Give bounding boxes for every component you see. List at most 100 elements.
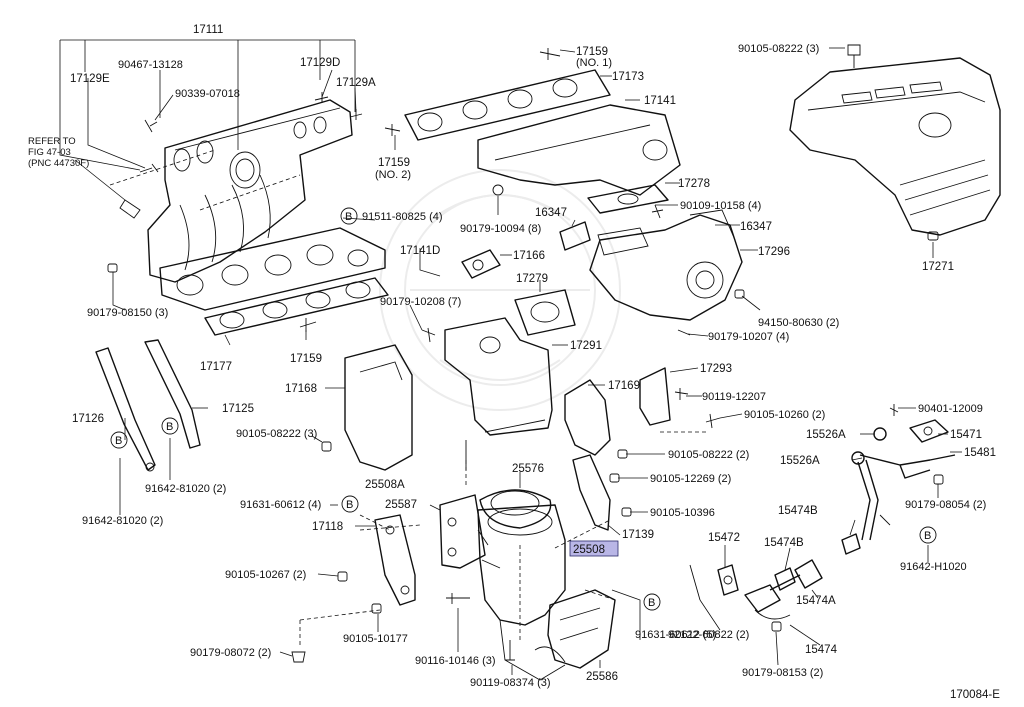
part-label[interactable]: 90179-10208 (7) [380, 296, 461, 308]
part-label[interactable]: 90105-10267 (2) [225, 569, 306, 581]
part-label[interactable]: 91642-H1020 [900, 561, 967, 573]
part-label[interactable]: 90105-10177 [343, 633, 408, 645]
part-label[interactable]: 15481 [964, 447, 996, 459]
part-label[interactable]: 17141 [644, 95, 676, 107]
part-label[interactable]: 15526A [806, 429, 846, 441]
part-label[interactable]: 90179-08150 (3) [87, 307, 168, 319]
clamp-15474B[interactable] [774, 533, 861, 591]
part-label[interactable]: 17296 [758, 246, 790, 258]
part-label[interactable]: 16347 [740, 221, 772, 233]
part-label[interactable]: 91631-60612 (5) [635, 629, 716, 641]
heat-insulator-25587[interactable] [439, 494, 486, 569]
part-label[interactable]: 17129E [70, 73, 110, 85]
part-label[interactable]: 91511-80825 (4) [362, 211, 443, 223]
part-label[interactable]: 17159 [576, 46, 608, 58]
part-label[interactable]: 15474 [805, 644, 838, 656]
part-label[interactable]: 91642-81020 (2) [145, 483, 226, 495]
part-label[interactable]: 91642-81020 (2) [82, 515, 163, 527]
gasket-15472[interactable] [717, 564, 739, 596]
part-label[interactable]: 90116-10146 (3) [415, 655, 496, 667]
part-label[interactable]: 15471 [950, 429, 982, 441]
part-label[interactable]: 90179-10094 (8) [460, 223, 541, 235]
part-label[interactable]: 90179-08054 (2) [905, 499, 986, 511]
reference-note: (PNC 44730F) [28, 158, 89, 169]
heat-insulator-25586[interactable] [547, 589, 616, 669]
intake-gasket[interactable] [204, 277, 389, 336]
part-label[interactable]: 25587 [385, 499, 417, 511]
stay-17118[interactable] [374, 514, 416, 606]
part-label[interactable]: 25576 [512, 463, 544, 475]
part-label[interactable]: 17159 [290, 353, 322, 365]
intake-gasket-plate[interactable] [159, 227, 386, 311]
part-label[interactable]: 17173 [612, 71, 644, 83]
part-label[interactable]: 17169 [608, 380, 640, 392]
part-label[interactable]: 25586 [586, 671, 618, 683]
part-label[interactable]: 17168 [285, 383, 317, 395]
part-label[interactable]: 92122-60822 (2) [668, 629, 749, 641]
bracket-17293[interactable] [639, 367, 671, 426]
part-label[interactable]: 15526A [780, 455, 820, 467]
intake-manifold[interactable] [147, 99, 353, 283]
heat-insulator-17168[interactable] [344, 344, 413, 471]
gasket-17166[interactable] [461, 249, 501, 279]
bracket-17139[interactable] [572, 454, 611, 531]
part-label[interactable]: 15474B [778, 505, 818, 517]
turbo-outlet-elbow-17291[interactable] [444, 317, 553, 436]
part-label[interactable]: 17118 [312, 521, 343, 533]
part-label[interactable]: 90179-08072 (2) [190, 647, 271, 659]
part-label[interactable]: 17141D [400, 245, 440, 257]
part-label[interactable]: 90105-10260 (2) [744, 409, 825, 421]
bracket-17169[interactable] [564, 379, 611, 456]
part-label[interactable]: 90179-08153 (2) [742, 667, 823, 679]
part-label[interactable]: 90467-13128 [118, 59, 183, 71]
stay-17126[interactable] [95, 347, 156, 472]
part-label[interactable]: 17278 [678, 178, 710, 190]
part-label[interactable]: 25508A [365, 479, 405, 491]
part-label[interactable]: 90119-12207 [702, 391, 766, 403]
part-label[interactable]: 17177 [200, 361, 232, 373]
part-label[interactable]: 17125 [222, 403, 254, 415]
marker-text: B [115, 435, 122, 447]
part-label[interactable]: 94150-80630 (2) [758, 317, 839, 329]
part-label[interactable]: 17159 [378, 157, 410, 169]
part-label[interactable]: 90179-10207 (4) [708, 331, 789, 343]
part-label[interactable]: 17293 [700, 363, 732, 375]
part-label[interactable]: 90105-08222 (2) [668, 449, 749, 461]
part-label[interactable]: 15474A [796, 595, 836, 607]
stay-17125[interactable] [144, 339, 201, 449]
part-label[interactable]: 90119-08374 (3) [470, 677, 551, 689]
part-label[interactable]: 17139 [622, 529, 654, 541]
part-label[interactable]: 15472 [708, 532, 740, 544]
gasket-15471[interactable] [909, 419, 949, 443]
part-label[interactable]: 90105-08222 (3) [236, 428, 317, 440]
part-label[interactable]: 90401-12009 [918, 403, 983, 415]
part-label[interactable]: 17111 [193, 24, 223, 36]
part-label[interactable]: 16347 [535, 207, 567, 219]
part-label[interactable]: 15474B [764, 537, 804, 549]
part-label[interactable]: 91631-60612 (4) [240, 499, 321, 511]
part-label[interactable]: 90105-10396 [650, 507, 715, 519]
part-label[interactable]: 17291 [570, 340, 602, 352]
part-label[interactable]: 17129D [300, 57, 340, 69]
turbo-gasket-17278[interactable] [587, 184, 669, 214]
hose-15474A[interactable] [794, 559, 823, 589]
oil-pipe-15474[interactable] [744, 574, 801, 620]
gasket-16347[interactable] [559, 221, 591, 251]
highlighted-part-label[interactable]: 25508 [573, 544, 605, 556]
part-label[interactable]: 90109-10158 (4) [680, 200, 761, 212]
gasket-17279[interactable] [514, 289, 576, 336]
exhaust-manifold-17141[interactable] [477, 104, 681, 196]
part-label[interactable]: 90105-08222 (3) [738, 43, 819, 55]
part-label[interactable]: 90105-12269 (2) [650, 473, 731, 485]
part-label[interactable]: 17129A [336, 77, 376, 89]
part-label[interactable]: 17279 [516, 273, 548, 285]
catalytic-converter-25508[interactable] [477, 504, 566, 681]
engine-cover-17271[interactable] [789, 57, 1001, 241]
turbocharger-17296[interactable] [589, 209, 743, 321]
part-label[interactable]: 17126 [72, 413, 104, 425]
part-label[interactable]: 17271 [922, 261, 954, 273]
exhaust-gasket-17173[interactable] [404, 69, 611, 141]
part-label[interactable]: 17166 [513, 250, 545, 262]
part-label[interactable]: 90339-07018 [175, 88, 240, 100]
oil-pipe-15481[interactable] [857, 454, 956, 541]
